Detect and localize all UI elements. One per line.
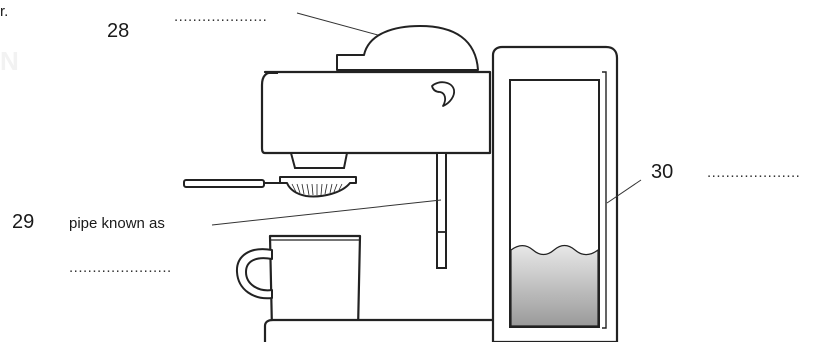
machine-lid (336, 25, 479, 71)
leader-line-30 (606, 179, 642, 204)
question-28-blank[interactable]: .................... (174, 8, 268, 25)
portafilter-basket (279, 176, 357, 198)
question-30-blank[interactable]: .................... (707, 164, 801, 181)
machine-head (260, 70, 492, 155)
machine-base (263, 318, 497, 342)
steam-pipe (436, 152, 447, 269)
top-left-fragment: r. (0, 3, 9, 20)
leader-line-29 (211, 199, 442, 226)
coffee-cup (235, 234, 362, 332)
group-head (289, 152, 349, 169)
question-30-number: 30 (651, 161, 674, 183)
portafilter-handle (183, 179, 265, 188)
water-level (510, 244, 599, 327)
steam-knob (431, 81, 456, 107)
portafilter-mesh (291, 183, 343, 196)
level-bracket (602, 71, 607, 329)
question-29-number: 29 (12, 211, 35, 233)
question-29-text: pipe known as (69, 215, 165, 232)
watermark-fragment: N (0, 46, 19, 76)
question-29-blank[interactable]: ...................... (69, 259, 172, 276)
question-28-number: 28 (107, 20, 130, 42)
